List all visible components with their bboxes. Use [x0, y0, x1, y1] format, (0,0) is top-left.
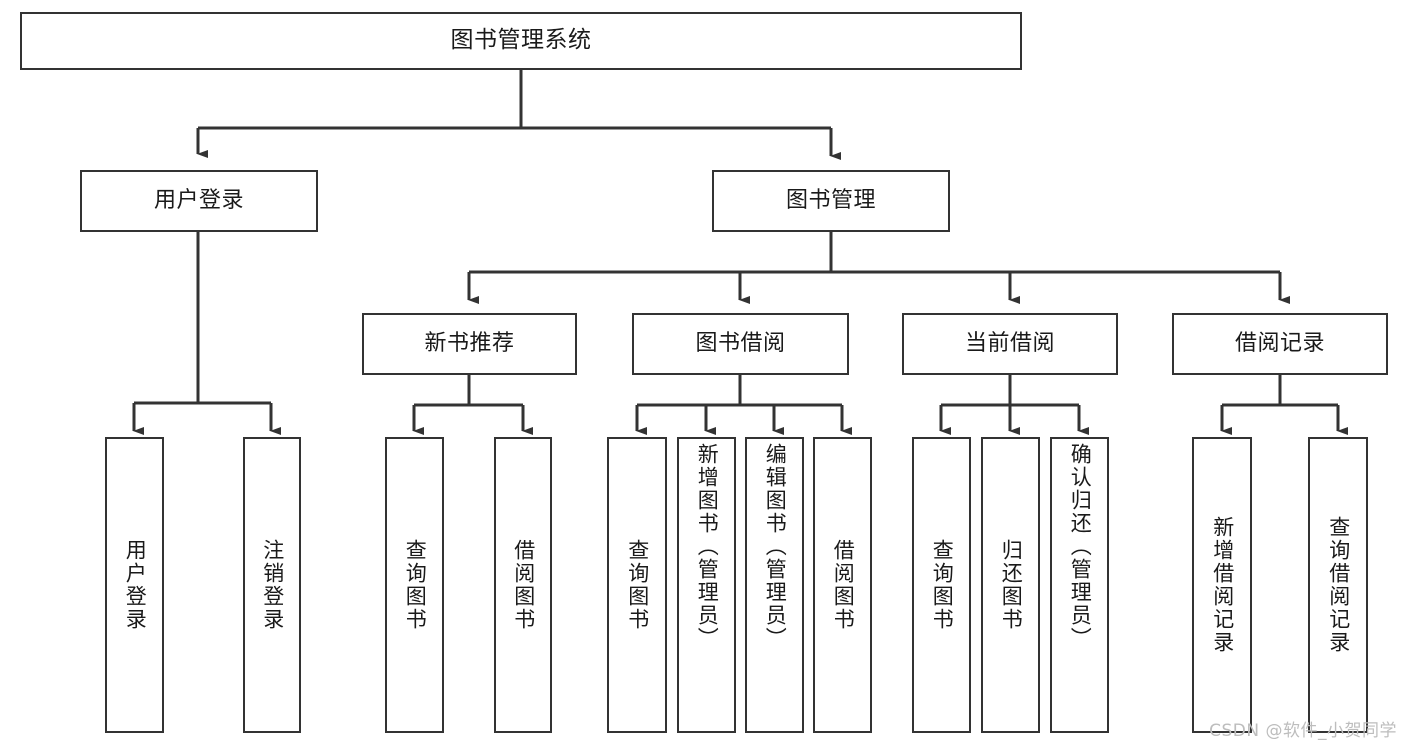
node-label: 新增图书（管理员）: [695, 443, 720, 650]
leaf-user-login[interactable]: 用户登录: [105, 437, 164, 733]
node-label: 查询借阅记录: [1326, 516, 1351, 654]
node-label: 注销登录: [260, 539, 285, 631]
node-book-borrow[interactable]: 图书借阅: [632, 313, 849, 375]
node-current-borrow[interactable]: 当前借阅: [902, 313, 1118, 375]
node-label: 确认归还（管理员）: [1068, 443, 1093, 650]
leaf-query-record[interactable]: 查询借阅记录: [1308, 437, 1368, 733]
node-label: 图书借阅: [695, 330, 786, 356]
node-label: 图书管理系统: [450, 27, 592, 54]
node-label: 查询图书: [403, 539, 428, 631]
leaf-query-book-3[interactable]: 查询图书: [912, 437, 971, 733]
leaf-add-record[interactable]: 新增借阅记录: [1192, 437, 1252, 733]
node-label: 查询图书: [625, 539, 650, 631]
node-root-system[interactable]: 图书管理系统: [20, 12, 1022, 70]
node-user-login[interactable]: 用户登录: [80, 170, 318, 232]
node-label: 新书推荐: [424, 330, 515, 356]
node-label: 借阅图书: [511, 539, 536, 631]
leaf-edit-book[interactable]: 编辑图书（管理员）: [745, 437, 804, 733]
node-label: 编辑图书（管理员）: [763, 443, 788, 650]
csdn-watermark: CSDN @软件_小贺同学: [1209, 721, 1397, 741]
leaf-confirm-return[interactable]: 确认归还（管理员）: [1050, 437, 1109, 733]
node-label: 查询图书: [930, 539, 955, 631]
leaf-borrow-book-2[interactable]: 借阅图书: [813, 437, 872, 733]
node-label: 归还图书: [999, 539, 1024, 631]
node-label: 借阅记录: [1234, 330, 1325, 356]
leaf-logout-login[interactable]: 注销登录: [243, 437, 301, 733]
leaf-query-book-2[interactable]: 查询图书: [607, 437, 667, 733]
node-label: 当前借阅: [964, 330, 1055, 356]
node-label: 用户登录: [153, 187, 244, 213]
node-label: 借阅图书: [831, 539, 856, 631]
node-borrow-record[interactable]: 借阅记录: [1172, 313, 1388, 375]
leaf-query-book-1[interactable]: 查询图书: [385, 437, 444, 733]
leaf-add-book[interactable]: 新增图书（管理员）: [677, 437, 736, 733]
node-new-book-recommend[interactable]: 新书推荐: [362, 313, 577, 375]
node-label: 新增借阅记录: [1210, 516, 1235, 654]
leaf-borrow-book-1[interactable]: 借阅图书: [494, 437, 552, 733]
node-book-management[interactable]: 图书管理: [712, 170, 950, 232]
node-label: 图书管理: [785, 187, 876, 213]
node-label: 用户登录: [123, 539, 148, 631]
leaf-return-book[interactable]: 归还图书: [981, 437, 1040, 733]
